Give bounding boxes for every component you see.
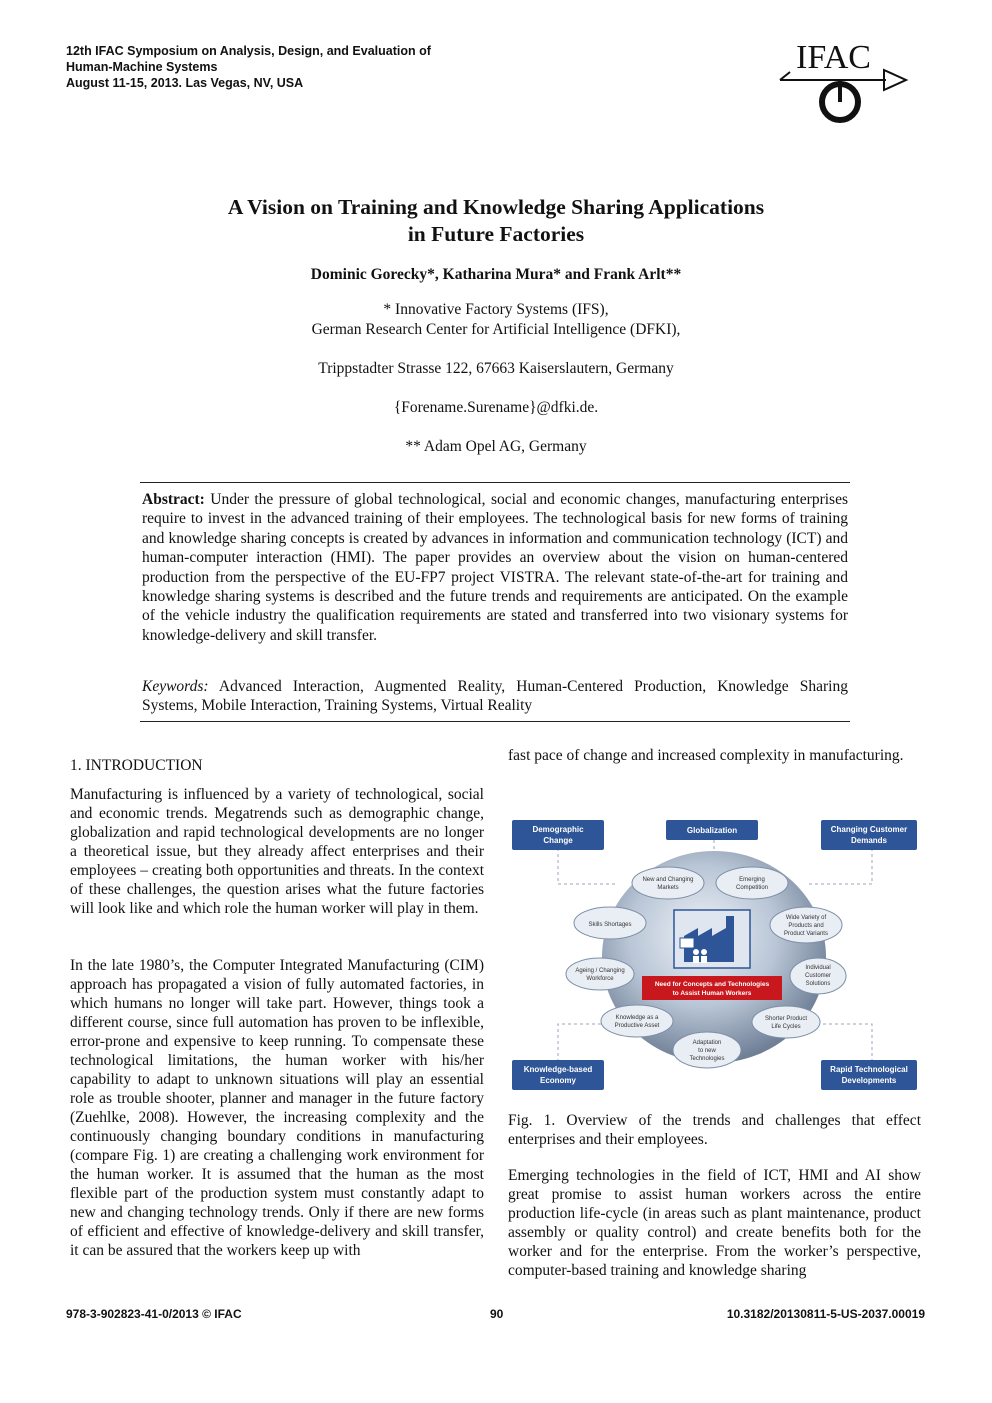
affiliation-email: {Forename.Surename}@dfki.de. [393,399,599,416]
label-adapt-3: Technologies [689,1056,724,1062]
right-paragraph-1: Emerging technologies in the field of IC… [508,1167,921,1279]
affiliation-line-1: * Innovative Factory Systems (IFS), [383,301,609,318]
conference-line-2: Human-Machine Systems [66,60,218,74]
footer-doi: 10.3182/20130811-5-US-2037.00019 [726,1307,925,1321]
label-individual-3: Solutions [806,981,831,987]
ellipse-skills [573,906,647,940]
svg-text:Economy: Economy [540,1076,577,1085]
label-asset-2: Productive Asset [615,1023,660,1029]
ellipse-competition [715,866,789,900]
label-variety-2: Products and [788,923,823,929]
authors: Dominic Gorecky*, Katharina Mura* and Fr… [310,266,682,283]
label-skills: Skills Shortages [588,922,631,928]
ellipse-adaptation [672,1031,742,1069]
label-competition-1: Emerging [739,877,765,883]
label-adapt-1: Adaptation [693,1040,722,1046]
affiliation-block: * Innovative Factory Systems (IFS), Germ… [120,300,872,340]
conference-line-3: August 11-15, 2013. Las Vegas, NV, USA [66,76,304,90]
svg-text:Need for Concepts and Technolo: Need for Concepts and Technologies [655,981,770,988]
label-markets-2: Markets [657,885,678,891]
intro-paragraph-2: In the late 1980’s, the Computer Integra… [70,957,484,1259]
footer-isbn: 978-3-902823-41-0/2013 © IFAC [66,1307,242,1321]
label-asset-1: Knowledge as a [616,1015,659,1021]
label-adapt-2: to new [698,1048,716,1054]
label-lifecycles-2: Life Cycles [771,1024,800,1030]
box-knowledge-based-economy: Knowledge-based Economy [512,1060,604,1090]
svg-text:Developments: Developments [842,1076,897,1085]
label-lifecycles-1: Shorter Product [765,1016,807,1022]
right-paragraph-continuation: fast pace of change and increased comple… [508,747,904,764]
keywords: Keywords: Advanced Interaction, Augmente… [142,677,848,716]
label-markets-1: New and Changing [642,877,693,883]
box-changing-customer-demands: Changing Customer Demands [821,820,917,850]
svg-text:Change: Change [543,836,573,845]
box-globalization: Globalization [666,820,758,840]
ellipse-markets [631,866,705,900]
keywords-text: Advanced Interaction, Augmented Reality,… [142,678,848,715]
conference-line-1: 12th IFAC Symposium on Analysis, Design,… [66,44,431,58]
title-line-1: A Vision on Training and Knowledge Shari… [227,195,765,219]
svg-text:Globalization: Globalization [687,826,737,835]
label-variety-1: Wide Variety of [786,915,827,921]
abstract-text: Under the pressure of global technologic… [142,491,849,644]
figure-1-trends-diagram: Demographic Change Globalization Changin… [512,820,917,1090]
factory-icon [673,909,751,969]
footer-page-number: 90 [490,1307,504,1321]
label-aging-2: Workforce [586,976,614,982]
abstract: Abstract: Under the pressure of global t… [142,490,848,645]
intro-paragraph-1: Manufacturing is influenced by a variety… [70,786,484,917]
svg-text:to Assist Human Workers: to Assist Human Workers [673,990,752,997]
label-variety-3: Product Variants [784,931,828,937]
affiliation-opel: ** Adam Opel AG, Germany [405,438,587,455]
label-individual-1: Individual [805,965,830,971]
center-red-box: Need for Concepts and Technologies to As… [642,976,782,1000]
label-competition-2: Competition [736,885,768,891]
abstract-bottom-rule [140,721,850,722]
affiliation-address: Trippstadter Strasse 122, 67663 Kaisersl… [318,360,674,377]
label-individual-2: Customer [805,973,831,979]
ifac-logo-text: IFAC [796,39,871,76]
ifac-logo: IFAC [779,39,909,123]
section-heading: 1. INTRODUCTION [70,757,203,774]
label-aging-1: Ageing / Changing [575,968,624,974]
title-line-2: in Future Factories [407,222,585,246]
paper-title: A Vision on Training and Knowledge Shari… [120,194,872,248]
abstract-label: Abstract: [142,491,205,508]
ellipse-lifecycles [751,1005,821,1039]
affiliation-line-2: German Research Center for Artificial In… [311,321,681,338]
box-rapid-technological-developments: Rapid Technological Developments [821,1060,917,1090]
ellipse-aging [565,957,635,991]
ellipse-individual [789,957,847,995]
svg-text:Demographic: Demographic [532,825,584,834]
ellipse-variety [769,906,843,944]
svg-text:Rapid Technological: Rapid Technological [830,1065,908,1074]
figure-1-caption: Fig. 1. Overview of the trends and chall… [508,1112,921,1148]
svg-text:Knowledge-based: Knowledge-based [524,1065,593,1074]
box-demographic-change: Demographic Change [512,820,604,850]
svg-text:Demands: Demands [851,836,888,845]
svg-text:Changing Customer: Changing Customer [831,825,907,834]
abstract-top-rule [140,482,850,483]
ellipse-asset [600,1004,674,1038]
conference-header: 12th IFAC Symposium on Analysis, Design,… [66,43,496,91]
keywords-label: Keywords: [142,678,209,695]
